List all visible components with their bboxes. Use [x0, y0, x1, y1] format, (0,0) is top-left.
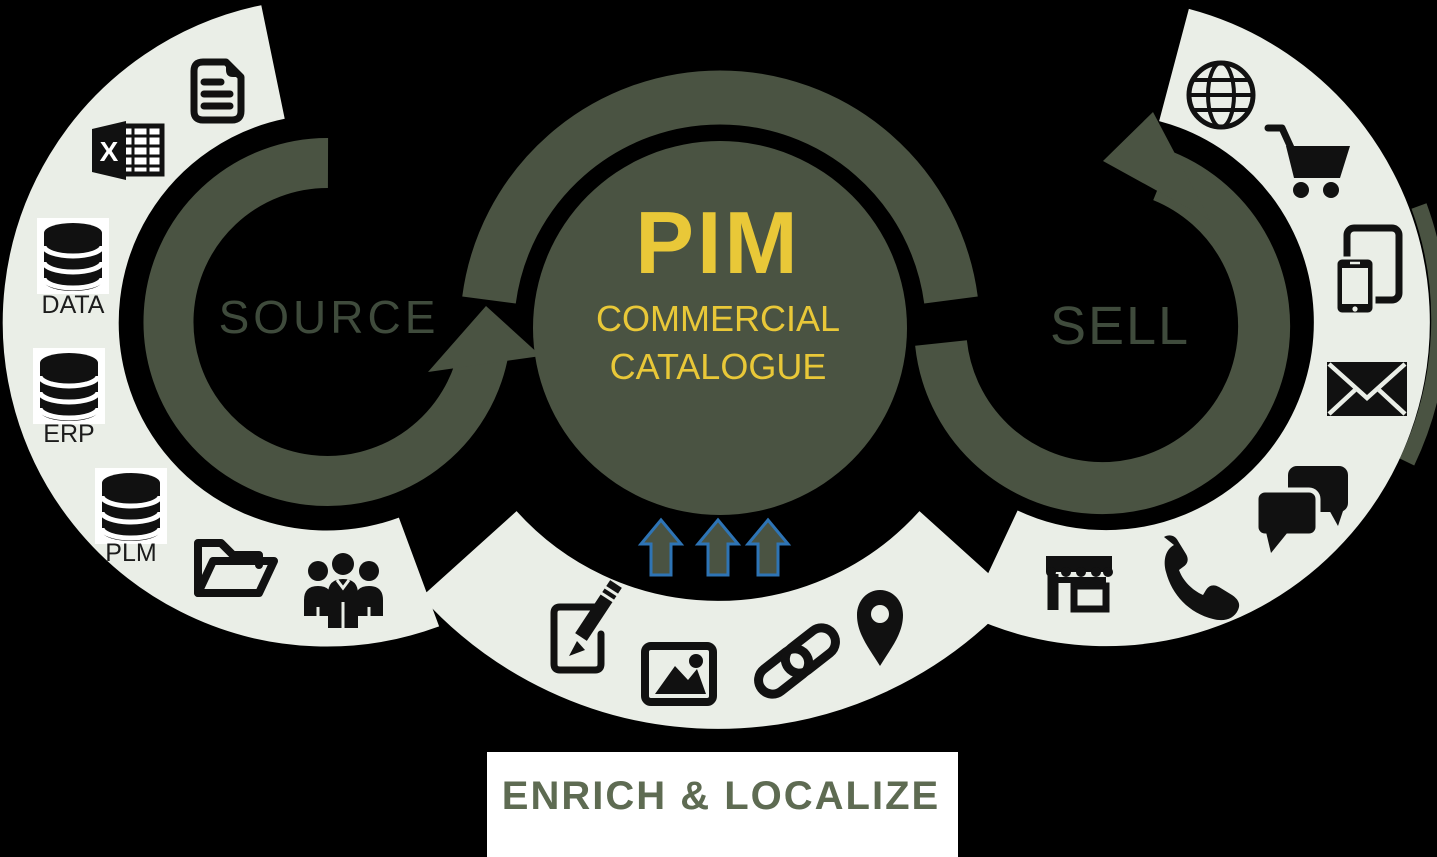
plm-database-icon — [95, 468, 167, 544]
cart-icon — [1264, 124, 1350, 198]
document-icon — [190, 58, 245, 124]
pim-subtitle-1: COMMERCIAL — [596, 298, 840, 339]
sell-ring-arrow — [915, 112, 1291, 515]
link-icon — [754, 623, 840, 699]
sell-arrowhead — [1103, 112, 1210, 220]
sync-up-arrow — [637, 517, 685, 577]
data-label: DATA — [42, 291, 105, 319]
excel-x-letter: X — [100, 136, 119, 167]
sync-up-arrow — [744, 517, 792, 577]
source-label: SOURCE — [219, 291, 440, 343]
pim-ring-arc — [462, 70, 978, 304]
sell-label: SELL — [1050, 296, 1190, 356]
sync-up-arrow — [694, 517, 742, 577]
data-database-icon — [37, 218, 109, 294]
enrich-panel — [487, 752, 958, 857]
globe-icon — [1186, 60, 1256, 130]
devices-icon — [1334, 224, 1403, 316]
erp-label: ERP — [43, 420, 94, 448]
image-icon — [641, 642, 717, 706]
source-ring-arrow — [143, 137, 541, 506]
excel-icon: X — [92, 121, 165, 180]
location-icon — [857, 590, 903, 666]
chat-icon — [1253, 466, 1348, 553]
enrich-band — [421, 510, 1015, 729]
folder-icon — [194, 539, 278, 597]
pim-title: PIM — [635, 193, 800, 292]
phone-icon — [1164, 535, 1240, 621]
pim-subtitle-2: CATALOGUE — [610, 346, 827, 387]
pim-circle — [533, 141, 907, 515]
source-arrowhead — [428, 306, 541, 372]
enrich-label: ENRICH & LOCALIZE — [502, 774, 940, 818]
erp-database-icon — [33, 348, 105, 424]
email-icon — [1327, 362, 1407, 416]
plm-label: PLM — [105, 539, 156, 567]
enrich-flow-arrows — [637, 517, 792, 577]
team-icon — [304, 553, 383, 628]
edit-icon — [550, 580, 622, 674]
store-icon — [1046, 556, 1113, 613]
right-edge-ring-sliver — [1399, 203, 1437, 466]
